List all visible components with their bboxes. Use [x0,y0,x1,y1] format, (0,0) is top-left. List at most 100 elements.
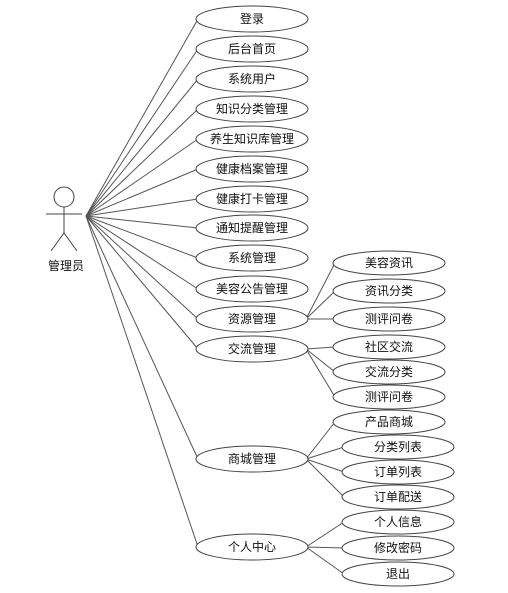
use-case-label: 系统用户 [228,71,276,86]
use-case-label: 订单配送 [374,489,422,504]
sub-use-case-order-list: 订单列表 [341,459,455,485]
association-community [305,346,336,350]
association-system [85,215,199,259]
use-case-nodes: 登录后台首页系统用户知识分类管理养生知识库管理健康档案管理健康打卡管理通知提醒管… [195,5,455,587]
association-exchange-cat [305,348,336,373]
association-personal [85,215,199,548]
actor-admin: 管理员 [46,186,84,273]
actor-head [53,186,75,208]
use-case-ellipse [195,275,309,303]
use-case-ellipse [195,335,309,363]
association-profile [305,521,345,548]
use-case-ellipse [332,306,446,332]
association-change-pwd [305,546,345,549]
association-login [85,18,199,217]
association-mall [85,215,199,460]
association-health-kb [85,138,199,217]
use-case-label: 系统管理 [228,250,276,265]
use-case-label: 养生知识库管理 [210,131,294,146]
use-case-personal: 个人中心 [195,533,309,561]
association-knowledge-cat [85,108,199,217]
use-case-ellipse [332,384,446,410]
use-case-knowledge-cat: 知识分类管理 [195,95,309,123]
use-case-ellipse [341,459,455,485]
use-case-ellipse [195,305,309,333]
use-case-label: 美容资讯 [365,255,413,270]
use-case-label: 产品商城 [365,414,413,429]
use-case-label: 登录 [240,11,264,26]
use-case-ellipse [341,484,455,510]
sub-use-case-news-cat: 资讯分类 [332,278,446,304]
use-case-label: 后台首页 [228,41,276,56]
sub-use-case-cat-list: 分类列表 [341,434,455,460]
use-case-label: 资讯分类 [365,284,413,298]
use-case-ellipse [195,65,309,93]
use-case-label: 交流分类 [365,364,413,379]
use-case-label: 商城管理 [228,451,276,466]
association-health-records [85,168,199,217]
use-case-label: 订单列表 [374,465,422,479]
use-case-resource: 资源管理 [195,305,309,333]
association-logout [305,546,345,575]
association-news-cat [305,290,336,320]
sub-use-case-community: 社区交流 [332,334,446,360]
use-case-label: 交流管理 [228,341,276,356]
actor-left-leg [50,232,65,252]
use-case-notify: 通知提醒管理 [195,214,309,242]
use-case-login: 登录 [195,5,309,33]
use-case-sys-users: 系统用户 [195,65,309,93]
use-case-health-checkin: 健康打卡管理 [195,185,309,213]
sub-use-case-beauty-news: 美容资讯 [332,250,446,276]
association-beauty-news [305,262,336,320]
use-case-label: 健康打卡管理 [216,191,288,206]
association-sys-users [85,78,199,217]
sub-use-case-profile: 个人信息 [341,509,455,535]
use-case-ellipse [332,250,446,276]
use-case-label: 测评问卷 [365,389,413,404]
use-case-ellipse [195,95,309,123]
use-case-ellipse [341,561,455,587]
use-case-label: 个人信息 [374,514,422,529]
use-case-ellipse [195,125,309,153]
association-lines [85,18,345,575]
use-case-label: 通知提醒管理 [216,220,288,235]
sub-use-case-change-pwd: 修改密码 [341,535,455,561]
use-case-mall: 商城管理 [195,445,309,473]
actor-label: 管理员 [48,258,84,273]
use-case-ellipse [195,35,309,63]
use-case-ellipse [332,334,446,360]
use-case-ellipse [195,185,309,213]
use-case-ellipse [341,509,455,535]
association-health-checkin [85,198,199,217]
sub-use-case-survey2: 测评问卷 [332,384,446,410]
use-case-home: 后台首页 [195,35,309,63]
use-case-ellipse [195,155,309,183]
use-case-ellipse [195,533,309,561]
association-order-ship [305,458,345,498]
association-notify [85,215,199,229]
sub-use-case-survey1: 测评问卷 [332,306,446,332]
sub-use-case-products: 产品商城 [332,409,446,435]
use-case-label: 退出 [386,567,410,581]
sub-use-case-order-ship: 订单配送 [341,484,455,510]
use-case-ellipse [195,5,309,33]
use-case-label: 个人中心 [228,539,276,554]
association-beauty-notice [85,215,199,290]
use-case-label: 测评问卷 [365,311,413,326]
sub-use-case-logout: 退出 [341,561,455,587]
association-exchange [85,215,199,350]
use-case-label: 社区交流 [365,339,413,354]
use-case-label: 分类列表 [374,440,422,454]
use-case-health-records: 健康档案管理 [195,155,309,183]
use-case-label: 知识分类管理 [216,101,288,116]
use-case-label: 修改密码 [374,540,422,555]
use-case-exchange: 交流管理 [195,335,309,363]
use-case-label: 健康档案管理 [216,161,288,176]
sub-use-case-exchange-cat: 交流分类 [332,359,446,385]
association-cat-list [305,446,345,460]
use-case-ellipse [195,214,309,242]
use-case-ellipse [195,445,309,473]
association-survey2 [305,348,336,398]
association-products [305,421,336,460]
